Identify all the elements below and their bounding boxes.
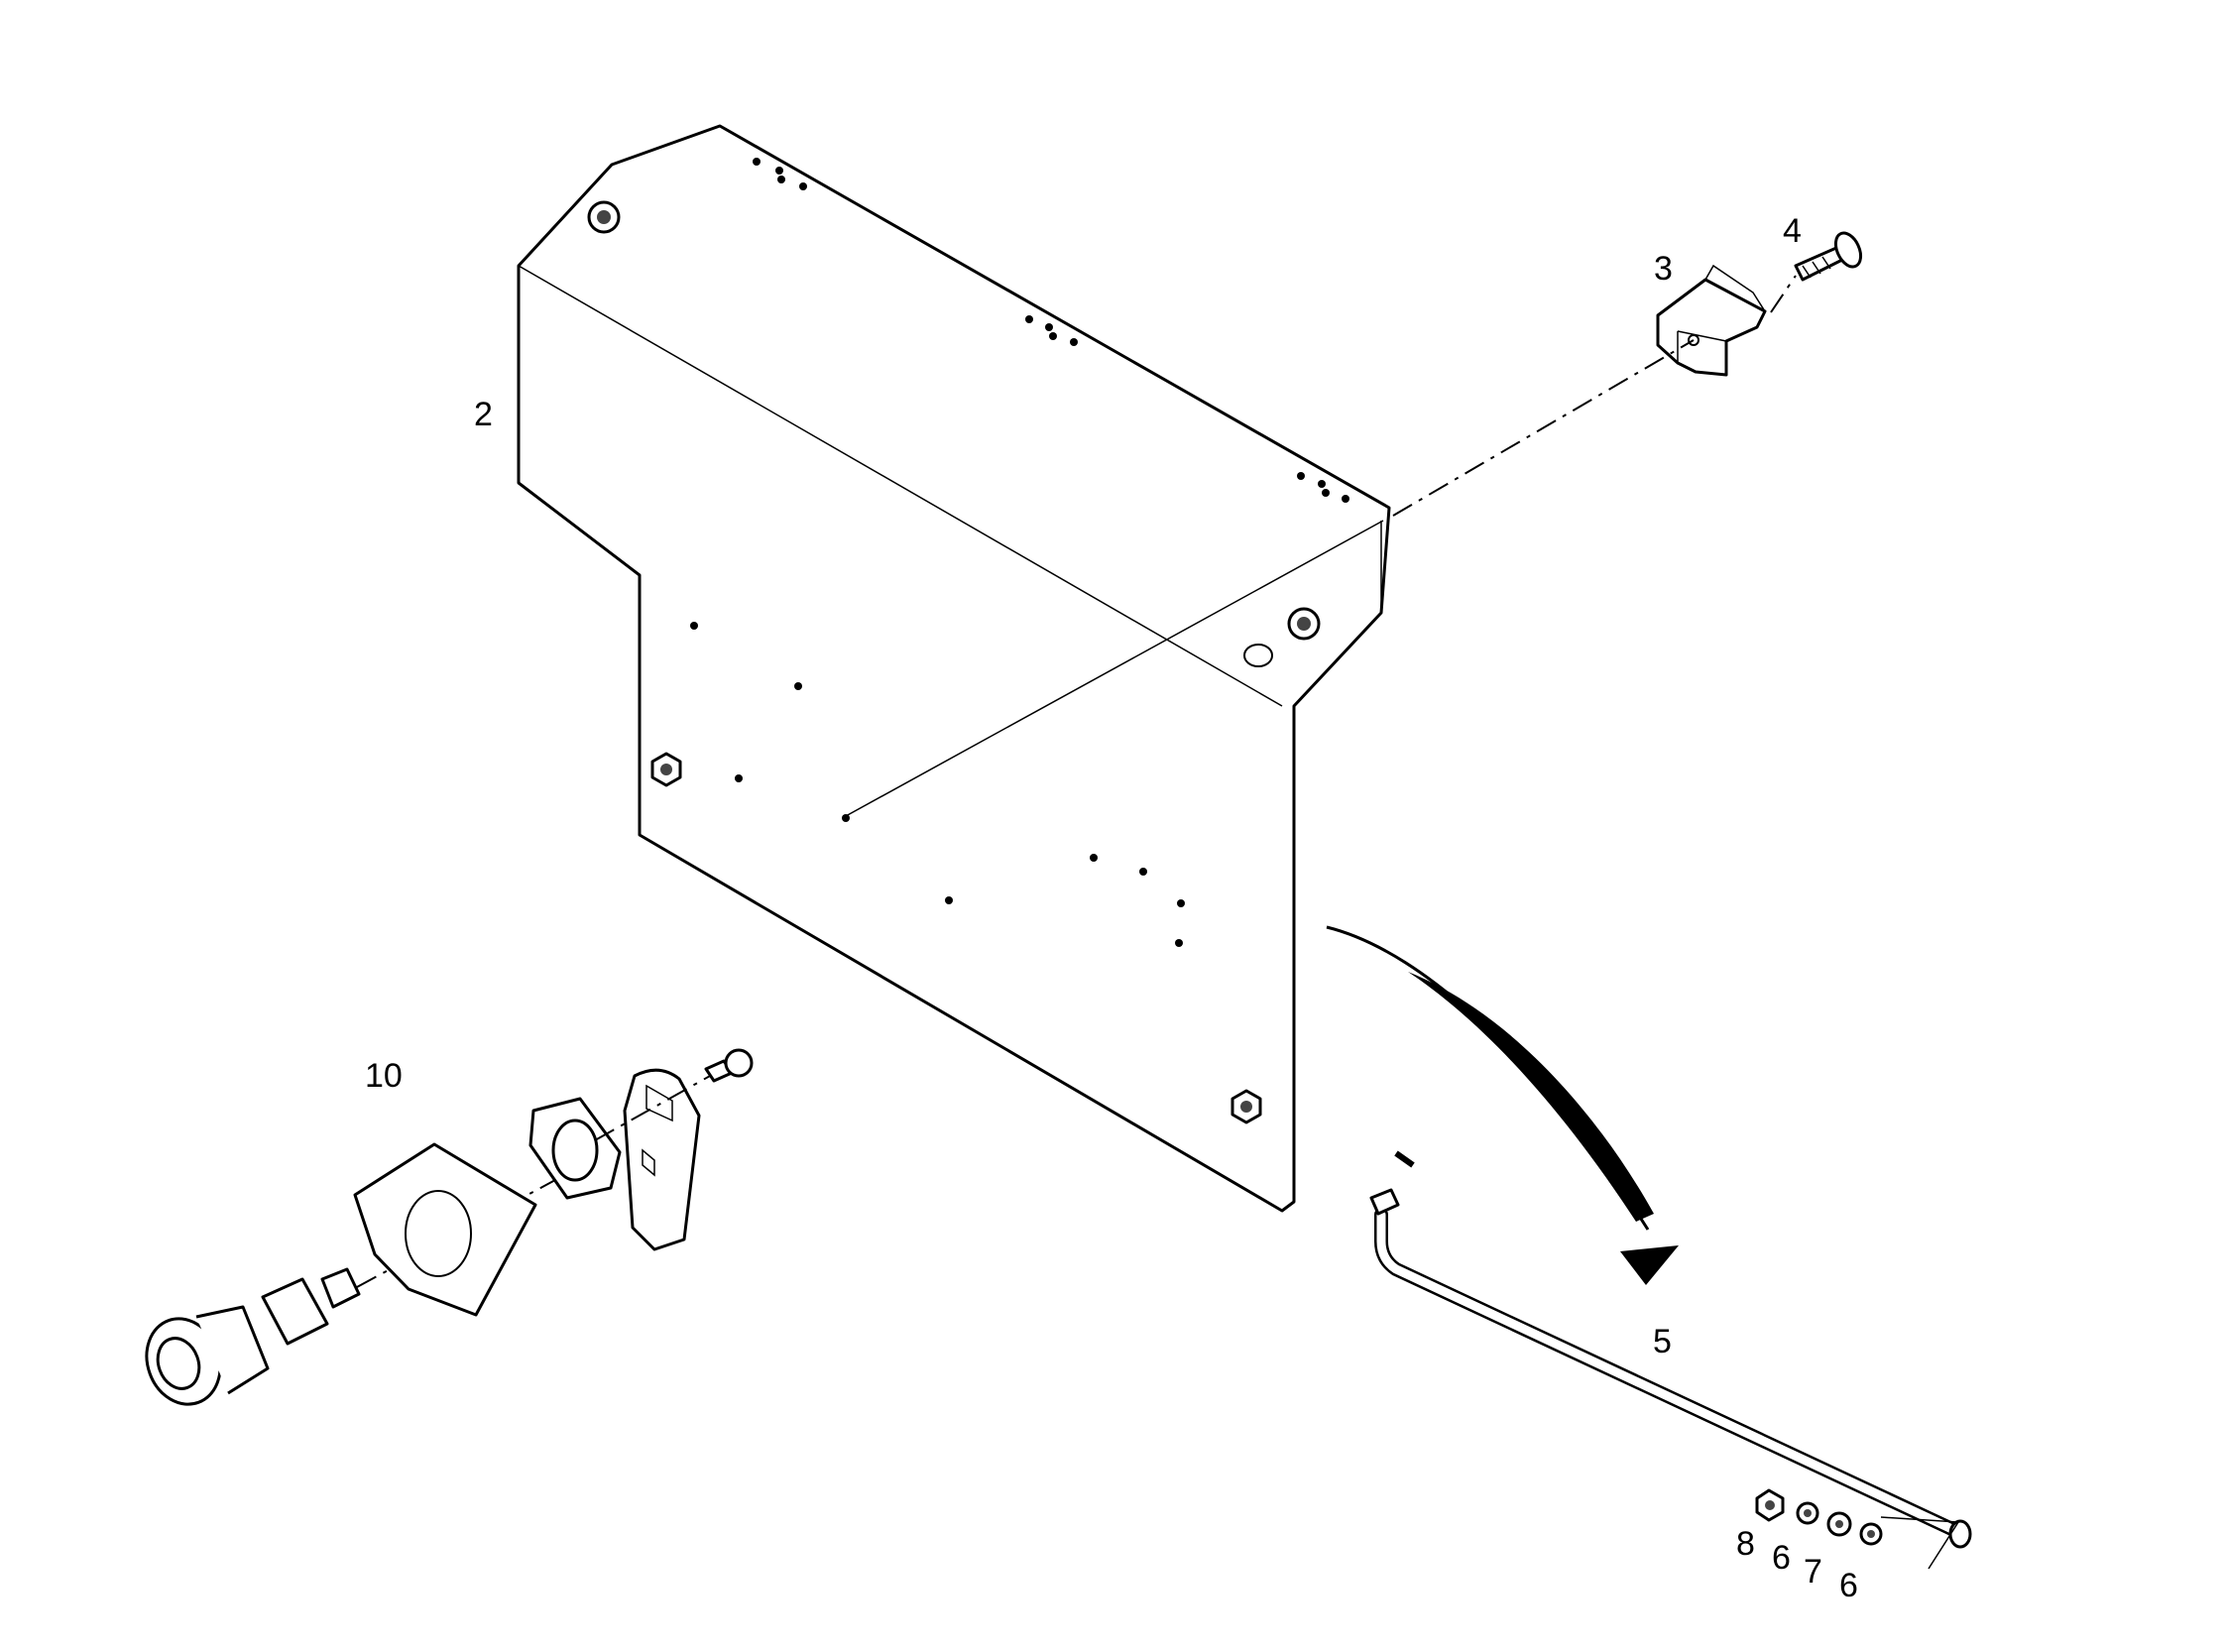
nut-left bbox=[650, 752, 682, 787]
lock-part bbox=[145, 1048, 754, 1406]
rod-part bbox=[1369, 1150, 1972, 1570]
grommet-top-left bbox=[587, 200, 621, 234]
dash-line-screw bbox=[1770, 275, 1797, 313]
callout-panel: 2 bbox=[474, 396, 493, 433]
clip-part bbox=[1656, 264, 1767, 377]
panel-part bbox=[517, 124, 1391, 1213]
callout-clip: 3 bbox=[1654, 250, 1673, 288]
grommet-right bbox=[1287, 607, 1321, 641]
nut-bottom bbox=[1230, 1089, 1262, 1124]
callout-washer-c: 7 bbox=[1804, 1553, 1822, 1591]
nut-part bbox=[1755, 1488, 1785, 1522]
callout-screw: 4 bbox=[1783, 212, 1802, 250]
callout-washer-a: 6 bbox=[1772, 1539, 1791, 1577]
screw-part bbox=[1794, 231, 1863, 282]
curved-arrow bbox=[1326, 925, 1679, 1285]
callout-nut: 8 bbox=[1736, 1525, 1755, 1563]
dash-line-clip bbox=[1392, 339, 1695, 517]
washer-c-part bbox=[1826, 1511, 1852, 1537]
panel-holes bbox=[690, 158, 1349, 947]
callout-lock: 10 bbox=[365, 1057, 403, 1095]
callout-washer-b: 6 bbox=[1839, 1567, 1858, 1604]
callout-rod: 5 bbox=[1653, 1323, 1672, 1360]
washer-a-part bbox=[1796, 1501, 1819, 1525]
washer-b-part bbox=[1859, 1522, 1883, 1546]
